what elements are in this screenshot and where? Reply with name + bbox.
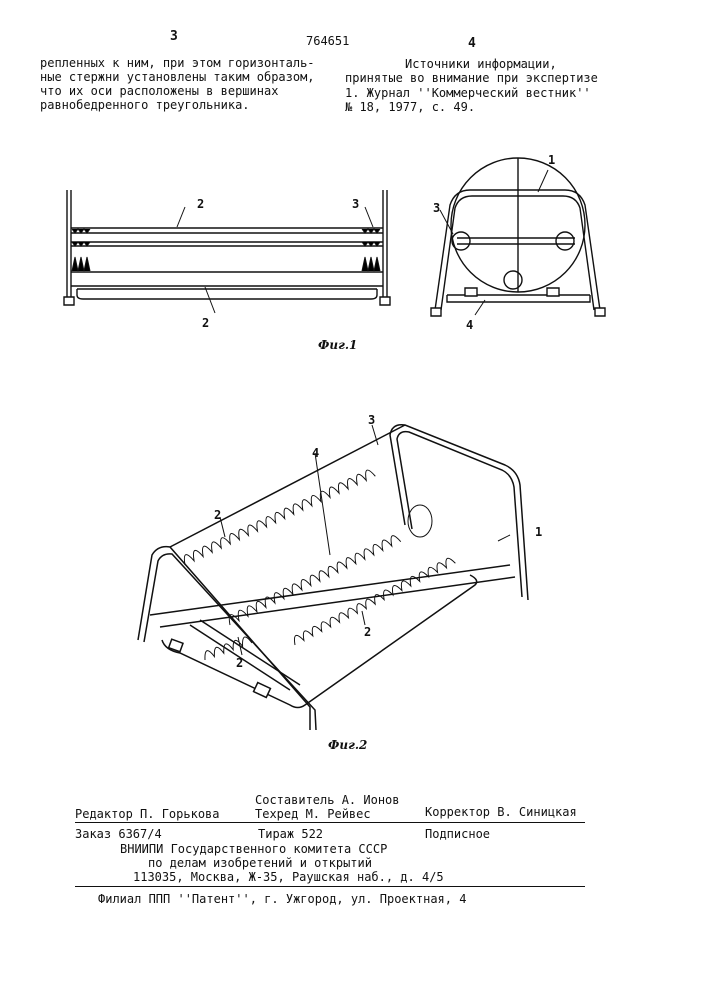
fig1-label-rod-bottom: 2	[202, 316, 209, 330]
imprint-branch: Филиал ППП ''Патент'', г. Ужгород, ул. П…	[98, 892, 466, 906]
imprint-divider	[75, 886, 585, 887]
column-number-left: 3	[170, 30, 178, 44]
fig2-label-rod-left: 2	[214, 508, 221, 522]
fig2-label-frame: 1	[535, 525, 542, 539]
imprint-techred: Техред М. Рейвес	[255, 807, 371, 821]
text-line: равнобедренного треугольника.	[40, 98, 250, 112]
imprint-org: ВНИИПИ Государственного комитета СССР	[120, 842, 387, 856]
fig2-label-rod-mid: 2	[364, 625, 371, 639]
fig2-label-rod-low: 2	[236, 656, 243, 670]
text-line: что их оси расположены в вершинах	[40, 84, 278, 98]
imprint-editor: Редактор П. Горькова	[75, 807, 220, 821]
sources-title: Источники информации,	[405, 57, 557, 71]
imprint-order: Заказ 6367/4	[75, 827, 162, 841]
fig2-label-tray: 4	[312, 446, 319, 460]
text-line: репленных к ним, при этом горизонталь-	[40, 56, 315, 70]
imprint-org: по делам изобретений и открытий	[148, 856, 372, 870]
fig1-end-label-tray: 4	[466, 318, 473, 332]
imprint-address: 113035, Москва, Ж-35, Раушская наб., д. …	[133, 870, 444, 884]
fig2-caption: Фиг.2	[328, 738, 367, 752]
figure2-perspective-view	[130, 415, 550, 735]
source-item: № 18, 1977, с. 49.	[345, 100, 475, 114]
sources-subtitle: принятые во внимание при экспертизе	[345, 71, 598, 85]
fig1-label-spring: 3	[352, 197, 359, 211]
fig1-caption: Фиг.1	[318, 338, 357, 352]
fig2-label-spring: 3	[368, 413, 375, 427]
imprint-composer: Составитель А. Ионов	[255, 793, 400, 807]
fig1-label-rod-top: 2	[197, 197, 204, 211]
figure1-end-view	[425, 150, 610, 320]
source-item: 1. Журнал ''Коммерческий вестник''	[345, 86, 591, 100]
fig1-end-label-spring: 3	[433, 201, 440, 215]
fig1-end-label-frame: 1	[548, 153, 555, 167]
text-line: ные стержни установлены таким образом,	[40, 70, 315, 84]
imprint-circulation: Тираж 522	[258, 827, 323, 841]
figure1-side-view	[55, 185, 400, 315]
imprint-corrector: Корректор В. Синицкая	[425, 805, 577, 819]
imprint-subscription: Подписное	[425, 827, 490, 841]
patent-number: 764651	[306, 34, 349, 48]
column-number-right: 4	[468, 37, 476, 51]
imprint-divider	[75, 822, 585, 823]
